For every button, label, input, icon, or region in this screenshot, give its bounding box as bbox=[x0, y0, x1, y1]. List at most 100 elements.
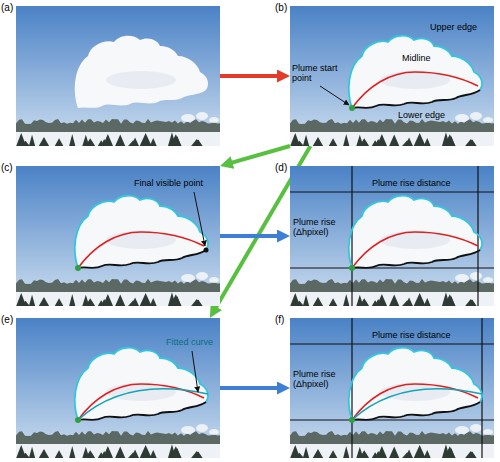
conifer-tree bbox=[131, 137, 139, 146]
conifer-tree bbox=[415, 297, 425, 306]
conifer-tree bbox=[377, 134, 387, 146]
conifer-tree bbox=[115, 447, 125, 458]
sky bbox=[16, 6, 220, 134]
conifer-tree bbox=[141, 137, 151, 146]
plume-cloud bbox=[349, 36, 482, 108]
conifer-tree bbox=[69, 446, 75, 458]
panel-label: (f) bbox=[275, 314, 291, 325]
conifer-tree bbox=[414, 293, 426, 306]
conifer-tree bbox=[141, 297, 151, 306]
conifer-tree bbox=[82, 135, 89, 146]
conifer-tree bbox=[131, 297, 139, 306]
snow-ground bbox=[16, 132, 220, 146]
stack-smoke bbox=[181, 114, 195, 122]
flow-arrow bbox=[220, 386, 284, 390]
annotation-label: Plume start point bbox=[292, 64, 344, 84]
lower-edge-line bbox=[352, 250, 480, 268]
snow-ground bbox=[16, 444, 220, 458]
conifer-tree bbox=[389, 135, 399, 146]
annotation-label: Plume rise (Δhpixel) bbox=[293, 218, 347, 238]
conifer-tree bbox=[103, 134, 113, 146]
upper-edge-line bbox=[75, 196, 208, 268]
conifer-tree bbox=[29, 295, 35, 306]
conifer-tree bbox=[55, 298, 64, 306]
conifer-tree bbox=[39, 137, 49, 146]
image-panel: (d)Plume rise distancePlume rise (Δhpixe… bbox=[290, 166, 494, 306]
stack-smoke bbox=[483, 277, 493, 283]
conifer-tree bbox=[389, 295, 399, 306]
conifer-tree bbox=[465, 451, 476, 458]
flow-arrow bbox=[220, 234, 284, 238]
plume-cloud bbox=[349, 196, 482, 268]
conifer-tree bbox=[414, 133, 426, 146]
conifer-tree bbox=[290, 293, 300, 306]
stack-smoke bbox=[470, 112, 482, 120]
annotation-label: Midline bbox=[402, 54, 442, 64]
plume-cloud bbox=[75, 196, 208, 268]
panel-label: (d) bbox=[275, 162, 291, 173]
conifer-tree bbox=[82, 447, 89, 458]
stack-smoke bbox=[455, 274, 469, 282]
snow-ground bbox=[16, 292, 220, 306]
flow-arrow bbox=[226, 146, 290, 164]
grid-line bbox=[351, 318, 352, 458]
leader-line bbox=[320, 86, 349, 105]
lower-edge-line bbox=[352, 402, 480, 420]
midline bbox=[352, 232, 478, 268]
conifer-tree bbox=[377, 294, 387, 306]
conifer-tree bbox=[329, 450, 338, 458]
conifer-tree bbox=[442, 292, 450, 306]
grid-line bbox=[290, 343, 494, 344]
fitted-curve bbox=[78, 389, 208, 420]
conifer-tree bbox=[191, 139, 202, 146]
conifer-tree bbox=[356, 295, 363, 306]
conifer-tree bbox=[377, 446, 387, 458]
conifer-tree bbox=[69, 294, 75, 306]
conifer-tree bbox=[55, 450, 64, 458]
image-panel: (b)Plume start pointUpper edgeMidlineLow… bbox=[290, 6, 494, 146]
conifer-tree bbox=[313, 449, 323, 458]
stack-smoke bbox=[196, 112, 208, 120]
upper-edge-line bbox=[75, 348, 208, 420]
conifer-tree bbox=[39, 449, 49, 458]
panel-label: (b) bbox=[275, 2, 291, 13]
conifer-tree bbox=[405, 297, 413, 306]
conifer-tree bbox=[303, 135, 309, 146]
conifer-tree bbox=[168, 292, 176, 306]
annotation-label: Final visible point bbox=[134, 179, 218, 189]
conifer-tree bbox=[465, 299, 476, 306]
leader-line bbox=[192, 351, 198, 392]
upper-edge-line bbox=[349, 348, 482, 420]
start-point bbox=[349, 417, 355, 423]
panel-label: (a) bbox=[1, 2, 17, 13]
snow-ground bbox=[290, 132, 494, 146]
conifer-tree bbox=[69, 134, 75, 146]
sky bbox=[290, 166, 494, 294]
conifer-tree bbox=[150, 298, 157, 306]
lower-edge-line bbox=[78, 250, 206, 268]
conifer-tree bbox=[290, 445, 300, 458]
conifer-tree bbox=[168, 132, 176, 146]
annotation-label: Upper edge bbox=[430, 23, 490, 33]
upper-edge-line bbox=[349, 196, 482, 268]
conifer-tree bbox=[115, 135, 125, 146]
image-panel: (f)Plume rise distancePlume rise (Δhpixe… bbox=[290, 318, 494, 458]
conifer-tree bbox=[168, 444, 176, 458]
annotation-label: Lower edge bbox=[398, 111, 458, 121]
start-point bbox=[349, 105, 355, 111]
final-point bbox=[204, 248, 209, 253]
annotation-label: Plume rise distance bbox=[372, 179, 468, 189]
conifer-tree bbox=[414, 445, 426, 458]
conifer-tree bbox=[303, 295, 309, 306]
stack-smoke bbox=[470, 272, 482, 280]
conifer-tree bbox=[356, 135, 363, 146]
stack-smoke bbox=[483, 429, 493, 435]
conifer-tree bbox=[303, 447, 309, 458]
conifer-tree bbox=[343, 134, 349, 146]
flow-arrow bbox=[220, 74, 284, 78]
leader-line bbox=[194, 192, 205, 246]
stack-smoke bbox=[181, 274, 195, 282]
grid-line bbox=[351, 166, 352, 306]
conifer-tree bbox=[140, 133, 152, 146]
